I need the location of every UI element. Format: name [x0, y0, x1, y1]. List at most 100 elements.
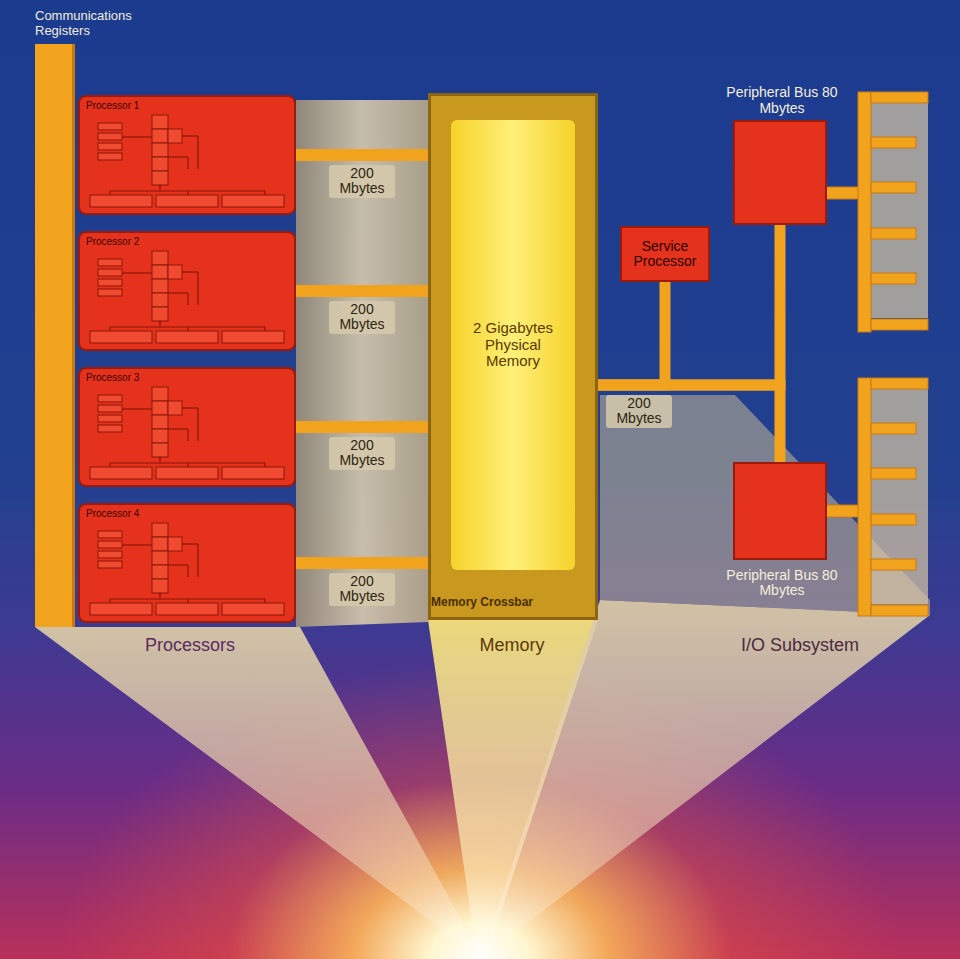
node-label: 2 Gigabytes Physical Memory [458, 320, 568, 370]
schematic-wire [168, 428, 188, 429]
schematic-wire [264, 191, 265, 195]
schematic-wire [109, 599, 110, 603]
pipeline-stage [152, 157, 168, 171]
functional-unit [222, 467, 284, 479]
pipeline-stage [168, 129, 182, 143]
data-path [598, 282, 665, 385]
section-label: I/O Subsystem [741, 636, 859, 656]
pipeline-stage [152, 387, 168, 401]
schematic-wire [122, 272, 152, 273]
schematic-wire [187, 157, 188, 169]
register [98, 279, 122, 286]
pipeline-stage [152, 171, 168, 185]
register [98, 395, 122, 402]
functional-unit [90, 467, 152, 479]
data-path [296, 421, 428, 433]
schematic-wire [168, 156, 188, 157]
functional-unit [156, 467, 218, 479]
node-label: Communications Registers [35, 9, 165, 38]
service-processor: Service Processor [620, 226, 710, 282]
schematic-wire [122, 544, 152, 545]
pipeline-stage [152, 401, 168, 415]
node-label: Processor 3 [86, 372, 139, 383]
schematic-wire [168, 564, 188, 565]
register [98, 153, 122, 160]
pipeline-stage [168, 537, 182, 551]
bandwidth-label: 200 Mbytes [329, 573, 395, 606]
schematic-wire [159, 457, 160, 463]
node-label: Processor 2 [86, 236, 139, 247]
pipeline-stage [152, 307, 168, 321]
pipeline-stage [152, 293, 168, 307]
schematic-wire [197, 408, 198, 441]
schematic-wire [197, 272, 198, 305]
schematic-wire [264, 463, 265, 467]
bandwidth-label: 200 Mbytes [606, 395, 672, 428]
schematic-wire [182, 271, 198, 272]
pipeline-stage [152, 265, 168, 279]
section-label: Memory [479, 636, 544, 656]
bandwidth-label: 200 Mbytes [329, 165, 395, 198]
processor-ray [35, 627, 478, 950]
pipeline-stage [152, 443, 168, 457]
schematic-wire [109, 463, 110, 467]
functional-unit [156, 195, 218, 207]
schematic-wire [109, 191, 110, 195]
pipeline-stage [152, 565, 168, 579]
bandwidth-label: 200 Mbytes [329, 437, 395, 470]
schematic-wire [187, 565, 188, 577]
pipeline-stage [152, 115, 168, 129]
functional-unit [222, 603, 284, 615]
schematic-wire [187, 429, 188, 441]
pipeline-stage [152, 429, 168, 443]
node-label: Peripheral Bus 80 Mbytes [722, 568, 842, 599]
pipeline-stage [152, 537, 168, 551]
schematic-wire [264, 327, 265, 331]
functional-unit [222, 195, 284, 207]
schematic-wire [109, 327, 110, 331]
register [98, 133, 122, 140]
schematic-wire [197, 136, 198, 169]
pipeline-stage [168, 401, 182, 415]
pipeline-stage [152, 523, 168, 537]
data-path [598, 385, 780, 462]
processor-schematic [80, 97, 294, 213]
schematic-wire [187, 293, 188, 305]
registers-bar: Communications Registers [35, 44, 75, 627]
register [98, 541, 122, 548]
register [98, 425, 122, 432]
node-label: Memory Crossbar [431, 596, 533, 609]
register [98, 123, 122, 130]
processor-box: Processor 2 [78, 231, 296, 351]
pipeline-stage [152, 579, 168, 593]
functional-unit [156, 603, 218, 615]
io-ray [484, 600, 930, 950]
pipeline-stage [152, 251, 168, 265]
register [98, 289, 122, 296]
schematic-wire [182, 135, 198, 136]
pipeline-stage [152, 129, 168, 143]
register [98, 143, 122, 150]
schematic-wire [182, 543, 198, 544]
node-label: Service Processor [624, 239, 706, 270]
schematic-wire [159, 321, 160, 327]
pipeline-stage [152, 143, 168, 157]
processor-box: Processor 3 [78, 367, 296, 487]
processor-schematic [80, 369, 294, 485]
schematic-wire [187, 327, 188, 331]
schematic-wire [197, 544, 198, 577]
processor-schematic [80, 505, 294, 621]
peripheral-comb [826, 92, 928, 332]
schematic-wire [264, 599, 265, 603]
register [98, 269, 122, 276]
pipeline-stage [152, 279, 168, 293]
register [98, 259, 122, 266]
memory-crossbar: 2 Gigabytes Physical MemoryMemory Crossb… [428, 93, 598, 620]
schematic-wire [182, 407, 198, 408]
functional-unit [90, 195, 152, 207]
physical-memory: 2 Gigabytes Physical Memory [451, 120, 575, 570]
schematic-wire [122, 136, 152, 137]
pipeline-stage [152, 415, 168, 429]
data-path [296, 285, 428, 297]
